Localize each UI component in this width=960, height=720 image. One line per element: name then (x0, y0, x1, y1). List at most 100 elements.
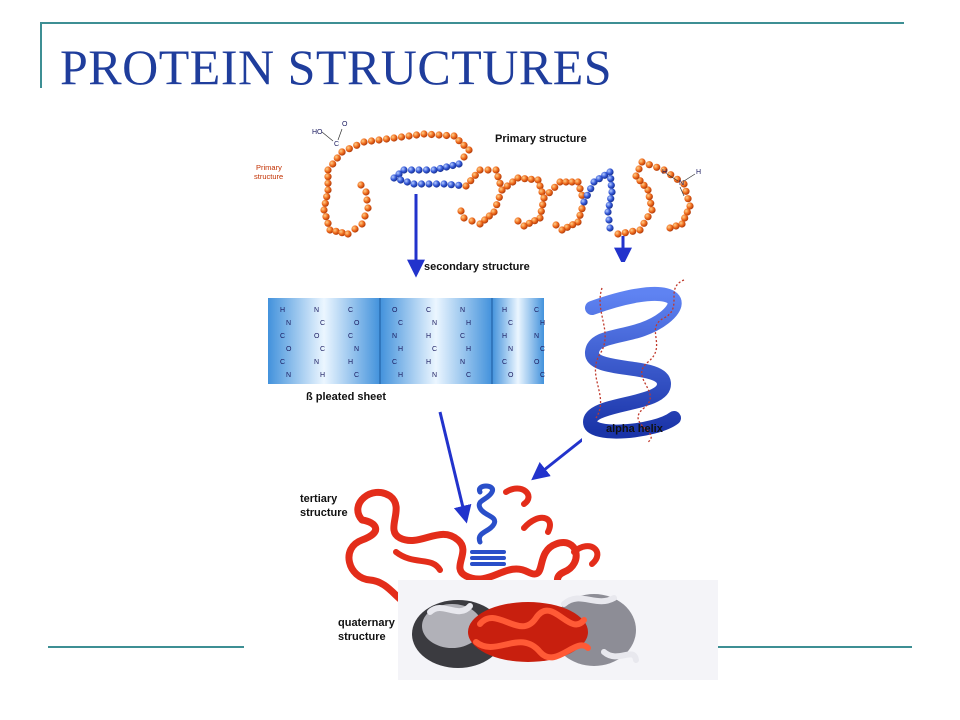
amino-acid-bead-blue (449, 161, 457, 170)
amino-acid-bead-blue (608, 188, 616, 196)
sheet-atom: H (466, 320, 471, 327)
amino-acid-bead (490, 208, 498, 216)
amino-acid-bead (686, 202, 694, 210)
sheet-atom: C (280, 359, 285, 366)
amino-acid-bead (351, 225, 359, 233)
sheet-atom: C (540, 372, 545, 379)
amino-acid-bead (672, 222, 680, 230)
amino-acid-bead (684, 195, 692, 203)
sheet-atom: N (508, 346, 513, 353)
amino-acid-bead (321, 199, 329, 207)
amino-acid-bead (534, 176, 542, 184)
amino-acid-bead (673, 175, 681, 183)
amino-acid-bead (635, 165, 643, 173)
slide-title: PROTEIN STRUCTURES (60, 39, 613, 95)
sheet-atom: H (426, 333, 431, 340)
amino-acid-bead (568, 178, 576, 186)
amino-acid-bead (495, 193, 503, 201)
amino-acid-bead-blue (607, 175, 615, 183)
sheet-atom: O (286, 346, 292, 353)
protein-structure-figure: Primary structure Primary structure HO C… (244, 112, 718, 680)
amino-acid-bead (455, 137, 463, 145)
sheet-atom: C (348, 307, 353, 314)
carboxyl-group: HO C O (312, 121, 348, 148)
amino-acid-bead (574, 218, 582, 226)
amino-acid-bead (358, 220, 366, 228)
amino-acid-bead (576, 211, 584, 219)
alpha-helix (582, 262, 702, 450)
amino-acid-bead (338, 229, 346, 237)
amino-acid-bead (375, 136, 383, 144)
amino-acid-bead (397, 133, 406, 141)
amino-acid-bead (364, 204, 372, 212)
amino-acid-bead (468, 217, 476, 225)
frame-bottom-rule-right (716, 646, 912, 648)
amino-acid-bead-blue (606, 168, 614, 176)
amino-acid-bead (324, 179, 332, 187)
carboxyl-o: O (342, 121, 348, 128)
amino-acid-bead (357, 181, 365, 189)
amino-acid-bead-blue (447, 181, 455, 189)
amino-acid-bead (552, 221, 560, 229)
sheet-atom: O (354, 320, 360, 327)
amino-acid-bead-blue (590, 178, 598, 186)
amino-h-2: H (696, 169, 701, 176)
sheet-atom: H (280, 307, 285, 314)
amino-group: H H N (662, 169, 701, 197)
sheet-atom: C (426, 307, 431, 314)
sheet-atom: N (354, 346, 359, 353)
amino-acid-bead (682, 187, 690, 195)
amino-acid-bead-blue (410, 180, 418, 188)
amino-acid-bead (680, 180, 688, 188)
amino-acid-bead (503, 182, 511, 190)
sheet-atom: C (540, 346, 545, 353)
sheet-atom: C (320, 320, 325, 327)
amino-acid-bead-blue (415, 166, 423, 174)
sheet-atom: C (398, 320, 403, 327)
amino-acid-bead (645, 161, 653, 169)
arrow-sheet-to-tertiary (438, 411, 472, 524)
amino-acid-bead (382, 135, 391, 143)
amino-h-1: H (662, 169, 667, 176)
amino-acid-bead-blue (417, 180, 426, 188)
amino-acid-bead-blue (403, 178, 411, 186)
amino-acid-bead (574, 178, 582, 186)
amino-acid-bead (660, 166, 668, 174)
tertiary-label-2: structure (300, 507, 348, 519)
sheet-atom: C (534, 307, 539, 314)
amino-acid-bead-blue (587, 185, 595, 193)
amino-acid-bead (467, 177, 475, 185)
sheet-backbone-atoms: HNCOCNNCOCNHCOCNHCOCNHCHCNHCHNNHCHNCHCHN… (280, 307, 545, 379)
sheet-atom: C (432, 346, 437, 353)
amino-acid-bead (527, 175, 535, 183)
amino-acid-bead (427, 130, 436, 139)
amino-acid-bead (460, 153, 468, 161)
quaternary-label-2: structure (338, 631, 386, 643)
beta-pleated-sheet: HNCOCNNCOCNHCOCNHCOCNHCHCNHCHNNHCHNCHCHN… (268, 298, 545, 384)
amino-acid-bead (537, 207, 545, 215)
sheet-atom: C (354, 372, 359, 379)
amino-acid-bead (638, 158, 646, 166)
alpha-helix-label: alpha helix (606, 423, 664, 435)
amino-acid-bead-blue (407, 166, 416, 174)
primary-chain (328, 144, 362, 234)
amino-acid-bead (509, 178, 517, 186)
amino-acid-bead (324, 173, 332, 181)
amino-acid-bead (326, 226, 334, 234)
amino-acid-bead-blue (442, 163, 451, 171)
amino-acid-bead (629, 227, 637, 235)
amino-acid-bead (496, 179, 504, 187)
amino-acid-bead (644, 186, 652, 194)
amino-acid-bead (465, 146, 473, 154)
sheet-atom: O (392, 307, 398, 314)
amino-acid-bead (578, 191, 586, 199)
amino-acid-bead (329, 160, 337, 168)
tertiary-label-1: tertiary (300, 493, 338, 505)
amino-acid-bead (578, 205, 586, 213)
amino-acid-bead-blue (606, 224, 614, 232)
amino-acid-bead (536, 182, 544, 190)
amino-acid-bead (640, 219, 648, 227)
amino-acid-bead (324, 166, 332, 174)
amino-acid-bead-blue (400, 166, 408, 174)
sheet-atom: C (320, 346, 325, 353)
